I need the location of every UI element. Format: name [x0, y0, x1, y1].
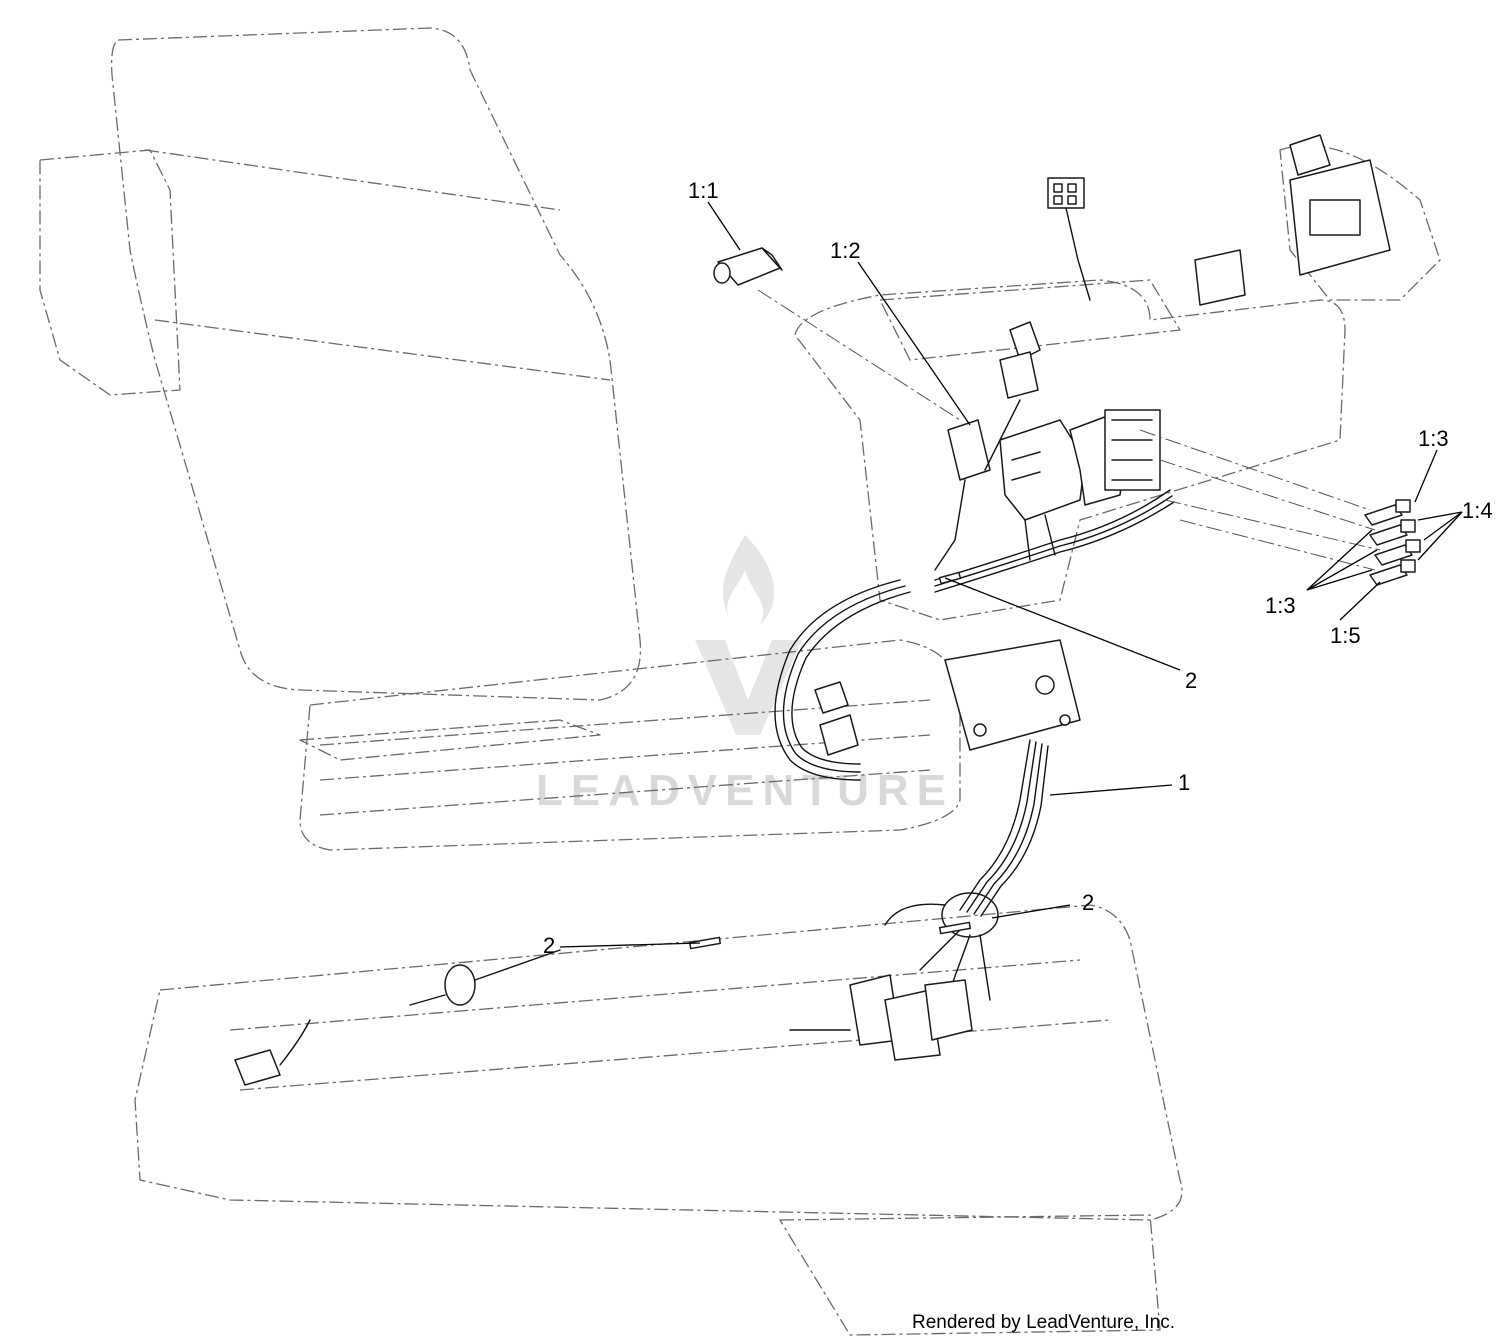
- harness-main-trunk: [959, 739, 1049, 917]
- callout-1-3-bottom: 1:3: [1265, 593, 1296, 618]
- cable-tie-right: [938, 921, 972, 935]
- right-console-housing: [794, 279, 1346, 621]
- seat-back-panel-inner: [144, 149, 611, 381]
- watermark-v-icon: [695, 640, 802, 735]
- seat-switch: [234, 1019, 311, 1086]
- callout-labels: 1:1 1:2 1:3 1:4 1:3 1:5 2 1 2 2: [543, 178, 1493, 958]
- seat-base-frame-inner: [229, 959, 1111, 1091]
- leader-lines: [559, 201, 1463, 948]
- control-module: [1194, 134, 1391, 306]
- render-credit: Rendered by LeadVenture, Inc.: [912, 1312, 1175, 1333]
- grommet-left: [409, 949, 561, 1006]
- console-lid: [879, 279, 1181, 361]
- connector-lower-cluster: [789, 929, 991, 1061]
- watermark: LEADVENTURE: [536, 535, 954, 815]
- callout-1-3-top: 1:3: [1418, 426, 1449, 451]
- watermark-flame-icon: [722, 535, 775, 625]
- seat-cushion: [299, 639, 961, 851]
- callout-2-left: 2: [543, 933, 555, 958]
- alignment-lines: [757, 289, 1381, 571]
- fuse-block: [1104, 409, 1161, 491]
- connector-1-2: [934, 321, 1041, 571]
- harness-left-loop: [774, 579, 911, 781]
- seat-base-frame: [134, 904, 1183, 1221]
- control-lever-housing: [1279, 144, 1441, 301]
- mounting-bracket: [944, 639, 1081, 751]
- callout-1-main: 1: [1178, 770, 1190, 795]
- cable-tie-left: [688, 936, 722, 950]
- seat-armrest-left: [39, 149, 181, 396]
- callout-1-2: 1:2: [830, 238, 861, 263]
- parts-solid: [234, 134, 1421, 1086]
- callout-2-upper: 2: [1185, 668, 1197, 693]
- fuse-set: [1364, 499, 1421, 586]
- watermark-text: LEADVENTURE: [536, 766, 954, 815]
- callout-1-4: 1:4: [1462, 498, 1493, 523]
- connector-1-1: [713, 247, 783, 286]
- callout-2-right: 2: [1082, 890, 1094, 915]
- seat-base-foot-rail: [779, 1214, 1161, 1336]
- seat-back-outline: [110, 27, 642, 701]
- harness-upper-bundle: [934, 489, 1175, 593]
- callout-1-5: 1:5: [1330, 623, 1361, 648]
- cable-tie-upper: [938, 571, 962, 585]
- seat-slide-rail: [299, 719, 601, 761]
- callout-1-1: 1:1: [688, 178, 719, 203]
- connector-top-plug: [1047, 177, 1091, 301]
